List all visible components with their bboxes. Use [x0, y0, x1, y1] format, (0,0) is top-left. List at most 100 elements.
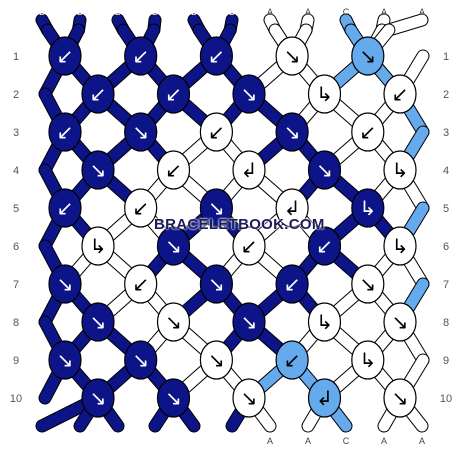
knot-ellipse [275, 340, 309, 380]
knot: ↙ [48, 188, 82, 228]
knot-ellipse [81, 74, 115, 114]
knot: ↘ [199, 340, 233, 380]
knot-ellipse [48, 264, 82, 304]
knot-direction-arrow: ↘ [165, 234, 182, 258]
row-number-right: 3 [443, 127, 449, 139]
knot: ↘ [156, 302, 191, 342]
knot: ↘ [275, 36, 309, 76]
knot: ↘ [351, 264, 385, 304]
knot-direction-arrow: ↘ [359, 44, 376, 68]
knot-direction-arrow: ↲ [316, 386, 333, 410]
top-string-letter: C [343, 7, 350, 17]
knot-ellipse [275, 188, 309, 228]
knot-ellipse [156, 226, 191, 266]
knot-direction-arrow: ↳ [359, 196, 376, 220]
knot-direction-arrow: ↘ [57, 348, 74, 372]
knot: ↙ [48, 36, 82, 76]
knot-ellipse [351, 36, 385, 76]
knot: ↘ [81, 378, 115, 418]
row-number-left: 8 [13, 317, 19, 329]
knot-direction-arrow: ↳ [316, 310, 333, 334]
knot: ↘ [199, 188, 233, 228]
top-string-letter: B [229, 7, 235, 17]
knot-direction-arrow: ↳ [359, 348, 376, 372]
knot-ellipse [124, 188, 158, 228]
knot: ↙ [199, 112, 233, 152]
knot: ↙ [307, 226, 342, 266]
knot-ellipse [156, 150, 191, 190]
knot-ellipse [383, 226, 417, 266]
row-number-left: 5 [13, 203, 19, 215]
knot-direction-arrow: ↳ [90, 234, 107, 258]
top-string-letter: B [152, 7, 158, 17]
knot: ↳ [307, 302, 342, 342]
bottom-string-letter: B [191, 436, 197, 446]
knot-ellipse [383, 150, 417, 190]
top-string-letter: B [191, 7, 197, 17]
knot: ↙ [383, 74, 417, 114]
knot-direction-arrow: ↘ [241, 310, 258, 334]
knot-ellipse [232, 378, 266, 418]
row-number-right: 8 [443, 317, 449, 329]
knot-ellipse [307, 74, 342, 114]
row-number-left: 7 [13, 279, 19, 291]
knot: ↙ [124, 36, 158, 76]
row-number-left: 10 [10, 393, 22, 405]
knot-ellipse [199, 264, 233, 304]
knot-direction-arrow: ↙ [57, 196, 74, 220]
row-number-left: 1 [13, 51, 19, 63]
knot-ellipse [156, 302, 191, 342]
knot-direction-arrow: ↘ [208, 272, 225, 296]
knot-direction-arrow: ↘ [241, 82, 258, 106]
knot-ellipse [351, 264, 385, 304]
bottom-string-letter: B [115, 436, 121, 446]
knot-ellipse [81, 226, 115, 266]
knot-direction-arrow: ↘ [165, 386, 182, 410]
knot-direction-arrow: ↲ [284, 196, 301, 220]
knot-direction-arrow: ↘ [316, 158, 333, 182]
knot: ↙ [199, 36, 233, 76]
knot-direction-arrow: ↳ [316, 82, 333, 106]
knot-direction-arrow: ↙ [132, 272, 149, 296]
knot-ellipse [124, 36, 158, 76]
knot-ellipse [383, 74, 417, 114]
knot-ellipse [48, 188, 82, 228]
knot-ellipse [383, 302, 417, 342]
row-number-left: 6 [13, 241, 19, 253]
knot: ↳ [81, 226, 115, 266]
bottom-string-letter: A [419, 436, 425, 446]
knot-ellipse [307, 150, 342, 190]
knot: ↲ [232, 150, 266, 190]
knot-ellipse [199, 188, 233, 228]
knot-ellipse [199, 112, 233, 152]
knot-ellipse [351, 188, 385, 228]
knot-ellipse [124, 340, 158, 380]
knot-direction-arrow: ↘ [392, 310, 409, 334]
knot-direction-arrow: ↙ [132, 196, 149, 220]
bottom-string-letter: B [229, 436, 235, 446]
knot: ↘ [232, 378, 266, 418]
knot-direction-arrow: ↙ [284, 272, 301, 296]
knot-ellipse [124, 264, 158, 304]
knot-layer: ↙↙↙↘↘↙↙↘↳↙↙↘↙↘↙↘↙↲↘↳↙↙↘↲↳↳↘↙↙↳↘↙↘↙↘↘↘↘↳↘… [48, 36, 417, 418]
knot-ellipse [199, 36, 233, 76]
knot: ↙ [124, 188, 158, 228]
knot-direction-arrow: ↳ [392, 158, 409, 182]
top-string-letter: A [419, 7, 425, 17]
top-string-letter: B [77, 7, 83, 17]
knot-ellipse [275, 36, 309, 76]
knot-ellipse [156, 74, 191, 114]
knot: ↘ [156, 226, 191, 266]
knot-ellipse [156, 378, 191, 418]
knot: ↳ [351, 188, 385, 228]
knot: ↘ [124, 112, 158, 152]
knot: ↘ [232, 74, 266, 114]
bottom-string-letter: C [343, 436, 350, 446]
knot-direction-arrow: ↙ [284, 348, 301, 372]
top-string-letter: A [305, 7, 311, 17]
knot-direction-arrow: ↙ [132, 44, 149, 68]
knot-direction-arrow: ↙ [392, 82, 409, 106]
knot-direction-arrow: ↙ [208, 44, 225, 68]
row-number-left: 4 [13, 165, 19, 177]
